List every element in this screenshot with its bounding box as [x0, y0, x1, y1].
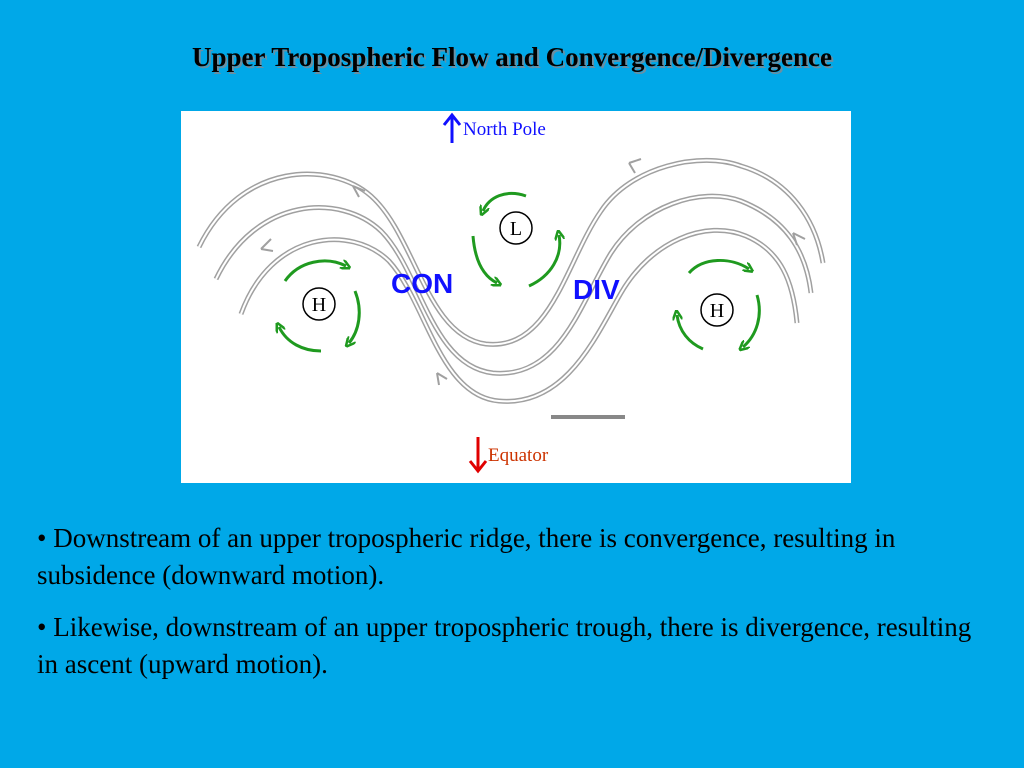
low-label: L: [510, 218, 522, 240]
convergence-label: CON: [391, 268, 453, 299]
north-arrowhead-icon: [442, 112, 462, 126]
circulation-arrow-icon: [483, 191, 527, 211]
slide-title: Upper Tropospheric Flow and Convergence/…: [192, 42, 832, 72]
circulation-arrow-icon: [349, 290, 361, 343]
bullet-list: • Downstream of an upper tropospheric ri…: [37, 520, 997, 698]
north-pole-indicator: North Pole: [442, 112, 546, 143]
circulation-arrow-icon: [279, 327, 322, 353]
circulation-arrow-icon: [471, 235, 497, 283]
low-circle: [499, 211, 533, 245]
high-right-label: H: [710, 300, 724, 322]
flow-lines: [196, 157, 826, 404]
circulation-arrow-icon: [528, 235, 560, 288]
circulation-arrow-icon: [283, 261, 346, 282]
flow-line-outer-inner-edge: [198, 159, 824, 346]
flow-line-inner-inner-edge: [240, 229, 798, 403]
high-right-circle: [700, 293, 734, 327]
equator-label: Equator: [488, 445, 549, 466]
circulation-arrow-icon: [687, 258, 749, 275]
flow-chevron-icon: [352, 185, 366, 198]
bullet-item: • Likewise, downstream of an upper tropo…: [37, 612, 972, 679]
high-left-system: H: [279, 261, 361, 353]
circulation-arrow-icon: [743, 294, 761, 347]
north-pole-label: North Pole: [463, 119, 546, 140]
high-right-system: H: [677, 258, 761, 351]
high-left-circle: [302, 287, 336, 321]
flow-chevron-icon: [628, 158, 642, 174]
divergence-label: DIV: [573, 274, 620, 305]
flow-chevron-icon: [436, 372, 448, 386]
equator-arrowhead-icon: [468, 460, 488, 474]
circulation-arrow-icon: [677, 315, 704, 351]
equator-indicator: Equator: [468, 437, 549, 474]
low-system: L: [471, 191, 560, 288]
high-left-label: H: [312, 294, 326, 316]
bullet-item: • Downstream of an upper tropospheric ri…: [37, 523, 896, 590]
diagram-svg: North Pole H: [196, 112, 826, 474]
flow-line-middle-inner-edge: [215, 195, 812, 375]
flow-chevron-icon: [792, 232, 806, 246]
flow-chevron-icon: [260, 238, 274, 252]
flow-diagram: North Pole H: [181, 111, 851, 483]
